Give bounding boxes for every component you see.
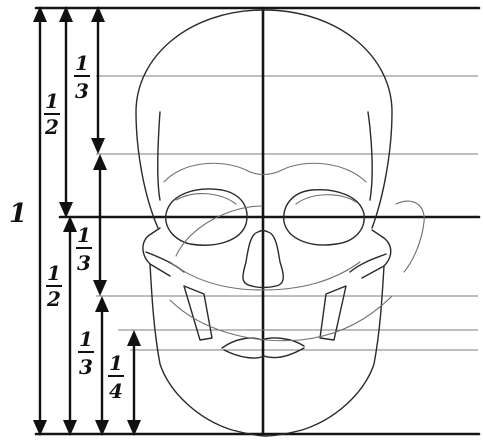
temple-right [368,112,372,200]
label-whole: 1 [9,199,27,229]
label-quarter-denominator: 4 [109,379,123,403]
label-half-top-numerator: 1 [45,89,59,113]
label-half-top: 1 2 [44,89,60,139]
zygomatic-right [350,254,386,272]
arrow-third-3-head-top [95,296,109,312]
label-third-1-numerator: 1 [75,51,89,75]
arrow-half-bottom-head-top [63,216,77,232]
arrow-quarter-head-top [127,330,141,346]
label-third-3: 1 3 [78,327,94,379]
face-right [266,266,384,436]
label-third-1-denominator: 3 [75,79,89,103]
construction-curve-chin [170,296,392,341]
jaw-left [184,286,212,340]
label-third-3-denominator: 3 [79,355,93,379]
arrow-half-top-head-bottom [59,202,73,218]
arrow-third-2-head-bottom [93,280,107,296]
label-third-1: 1 3 [74,51,90,103]
eye-socket-left-inner [176,194,236,204]
zygomatic-left [146,252,184,272]
jaw-right [320,286,346,340]
ear-right [396,201,424,272]
label-third-2-denominator: 3 [77,251,91,275]
label-half-bottom-denominator: 2 [46,287,61,311]
arrow-third-1-head-bottom [91,138,105,154]
label-third-3-numerator: 1 [79,327,93,351]
label-third-2-numerator: 1 [77,223,91,247]
label-half-top-denominator: 2 [44,115,59,139]
label-quarter-numerator: 1 [109,351,123,375]
arrow-third-2-head-top [93,154,107,170]
label-quarter: 1 4 [108,351,124,403]
label-half-bottom-numerator: 1 [47,261,61,285]
eye-socket-right-inner [296,195,356,204]
label-half-bottom: 1 2 [46,261,62,311]
maxilla-curve [170,262,360,290]
temple-left [158,112,160,200]
label-third-2: 1 3 [76,223,92,275]
brow-ridge [164,163,366,182]
skull-drawing [136,10,424,436]
